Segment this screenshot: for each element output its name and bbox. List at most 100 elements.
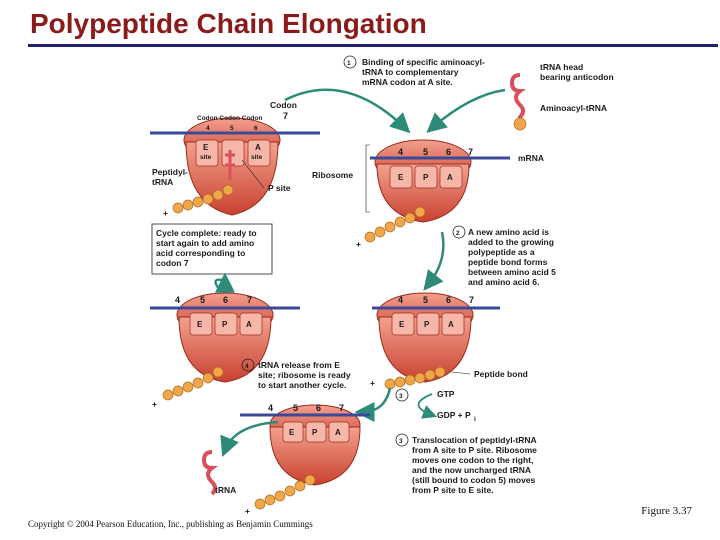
step3-number-a: 3 bbox=[399, 393, 403, 400]
gtp-label: GTP bbox=[437, 389, 455, 399]
codon-row-label: Codon Codon Codon bbox=[197, 115, 262, 122]
ribosome-label: Ribosome bbox=[312, 170, 353, 180]
ribosome-mid-left: E P A bbox=[176, 292, 274, 383]
svg-text:A: A bbox=[246, 320, 252, 329]
cycle-complete-box bbox=[151, 223, 273, 275]
step4-line1: tRNA release from E bbox=[258, 360, 340, 370]
step3-line3: moves one codon to the right, bbox=[412, 455, 533, 465]
peptidyl-trna-label-2: tRNA bbox=[152, 177, 173, 187]
step3-line1: Translocation of peptidyl-tRNA bbox=[412, 435, 537, 445]
svg-text:+: + bbox=[152, 399, 157, 409]
step2-line4: peptide bond forms bbox=[468, 257, 548, 267]
step3-line2: from A site to P site. Ribosome bbox=[412, 445, 537, 455]
cycle-line3: acid corresponding to bbox=[156, 248, 245, 258]
ribosome-mid-right: E P A bbox=[376, 292, 474, 383]
a-site-word: site bbox=[251, 154, 263, 161]
step4-line3: to start another cycle. bbox=[258, 380, 346, 390]
gdp-subscript: i bbox=[474, 416, 476, 423]
svg-text:E: E bbox=[399, 320, 405, 329]
step1-line3: mRNA codon at A site. bbox=[362, 77, 453, 87]
svg-text:5: 5 bbox=[200, 295, 205, 305]
step1-number: 1 bbox=[347, 60, 351, 67]
step1-line2: tRNA to complementary bbox=[362, 67, 459, 77]
gdp-label: GDP + P bbox=[437, 410, 471, 420]
step3-line5: (still bound to codon 5) moves bbox=[412, 475, 536, 485]
step4-line2: site; ribosome is ready bbox=[258, 370, 351, 380]
peptidyl-trna-label-1: Peptidyl- bbox=[152, 167, 188, 177]
polypeptide-chain-top-right bbox=[364, 206, 426, 243]
svg-text:+: + bbox=[245, 506, 250, 516]
step2-line6: and amino acid 6. bbox=[468, 277, 539, 287]
step2-line2: added to the growing bbox=[468, 237, 554, 247]
e-site-label: E bbox=[203, 143, 209, 152]
svg-text:P: P bbox=[312, 428, 318, 437]
ribosome-top-right: E P A bbox=[374, 139, 472, 223]
svg-text:5: 5 bbox=[293, 403, 298, 413]
cycle-line4: codon 7 bbox=[156, 258, 189, 268]
svg-text:+: + bbox=[370, 378, 375, 388]
svg-text:6: 6 bbox=[316, 403, 321, 413]
svg-text:P: P bbox=[424, 320, 430, 329]
a-site-label: A bbox=[255, 143, 261, 152]
polypeptide-chain-mid-left bbox=[162, 366, 224, 401]
step3-line6: from P site to E site. bbox=[412, 485, 494, 495]
svg-text:E: E bbox=[289, 428, 295, 437]
svg-text:6: 6 bbox=[446, 147, 451, 157]
site-e-tr: E bbox=[398, 173, 404, 182]
cycle-arrow-3 bbox=[354, 387, 392, 422]
released-trna-icon bbox=[201, 450, 218, 496]
cycle-arrow-2 bbox=[423, 231, 445, 291]
svg-text:5: 5 bbox=[423, 147, 428, 157]
trna-entry-arrow bbox=[426, 88, 506, 133]
step3-number: 3 bbox=[399, 438, 403, 445]
svg-text:4: 4 bbox=[175, 295, 180, 305]
svg-text:4: 4 bbox=[398, 295, 403, 305]
site-p-tr: P bbox=[423, 173, 429, 182]
codon-label: Codon bbox=[270, 100, 297, 110]
trna-release-arrow bbox=[220, 420, 279, 457]
slide-title: Polypeptide Chain Elongation bbox=[30, 8, 427, 39]
polypeptide-chain-bottom bbox=[254, 474, 316, 510]
ribosome-bottom: E P A bbox=[269, 404, 361, 486]
aminoacyl-trna-icon bbox=[509, 73, 527, 131]
peptide-bond-label: Peptide bond bbox=[474, 369, 528, 379]
p-site-label: P site bbox=[268, 183, 291, 193]
site-a-tr: A bbox=[447, 173, 453, 182]
svg-text:4: 4 bbox=[268, 403, 273, 413]
ribosome-top-left: E site A site bbox=[183, 117, 281, 216]
svg-text:6: 6 bbox=[223, 295, 228, 305]
step3-line4: and the now uncharged tRNA bbox=[412, 465, 531, 475]
svg-text:7: 7 bbox=[247, 295, 252, 305]
step2-number: 2 bbox=[456, 230, 460, 237]
svg-text:7: 7 bbox=[468, 147, 473, 157]
plus-top-left: + bbox=[163, 208, 168, 218]
copyright-footer: Copyright © 2004 Pearson Education, Inc.… bbox=[28, 519, 313, 529]
step2-line1: A new amino acid is bbox=[468, 227, 549, 237]
cycle-arrow-1 bbox=[284, 88, 411, 134]
svg-text:A: A bbox=[448, 320, 454, 329]
gtp-arrow bbox=[417, 393, 438, 419]
svg-text:A: A bbox=[335, 428, 341, 437]
cycle-line2: start again to add amino bbox=[156, 238, 254, 248]
svg-text:7: 7 bbox=[469, 295, 474, 305]
svg-text:P: P bbox=[222, 320, 228, 329]
step2-line5: between amino acid 5 bbox=[468, 267, 556, 277]
step1-line1: Binding of specific aminoacyl- bbox=[362, 57, 485, 67]
svg-text:E: E bbox=[197, 320, 203, 329]
svg-text:6: 6 bbox=[446, 295, 451, 305]
svg-text:7: 7 bbox=[339, 403, 344, 413]
e-site-word: site bbox=[200, 154, 212, 161]
figure-label: Figure 3.37 bbox=[641, 505, 692, 517]
svg-text:+: + bbox=[356, 239, 361, 249]
mrna-label: mRNA bbox=[518, 153, 544, 163]
cycle-line1: Cycle complete: ready to bbox=[156, 228, 257, 238]
title-divider bbox=[28, 44, 718, 47]
svg-text:5: 5 bbox=[423, 295, 428, 305]
trna-head-label-1: tRNA head bbox=[540, 62, 583, 72]
trna-bottom-label: tRNA bbox=[215, 485, 236, 495]
polypeptide-chain-mid-right bbox=[384, 366, 446, 390]
step2-line3: polypeptide as a bbox=[468, 247, 535, 257]
aminoacyl-trna-label: Aminoacyl-tRNA bbox=[540, 103, 607, 113]
codon-num-4: 4 bbox=[206, 125, 210, 132]
